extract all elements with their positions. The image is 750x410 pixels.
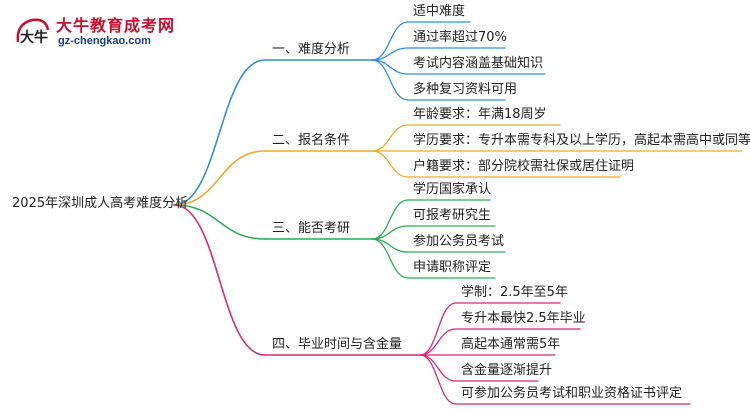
child-label-3-2: 可报考研究生 — [413, 208, 492, 223]
branch-connector-1 — [173, 59, 266, 206]
branch-connector-2 — [173, 150, 266, 206]
child-label-4-2: 专升本最快2.5年毕业 — [461, 311, 586, 326]
child-label-4-3: 高起本通常需5年 — [461, 337, 561, 352]
child-label-3-1: 学历国家承认 — [413, 182, 492, 197]
child-label-1-1: 适中难度 — [413, 4, 466, 19]
branch-label-4: 四、毕业时间与含金量 — [272, 337, 403, 352]
branch-connector-3 — [173, 204, 266, 240]
child-connector-1-4 — [371, 59, 409, 101]
child-label-1-3: 考试内容涵盖基础知识 — [413, 56, 544, 71]
logo-title: 大牛教育成考网 — [56, 16, 176, 35]
child-label-3-4: 申请职称评定 — [413, 260, 492, 275]
child-label-4-4: 含金量逐渐提升 — [461, 363, 553, 378]
child-connector-2-3 — [371, 150, 409, 178]
branch-label-1: 一、难度分析 — [272, 42, 351, 57]
child-connector-4-2 — [419, 328, 457, 356]
logo-url: gz-chengkao.com — [58, 35, 151, 47]
logo-mark-text: 大牛 — [20, 29, 48, 46]
site-logo[interactable]: 大牛 大牛教育成考网 gz-chengkao.com — [12, 10, 212, 56]
branch-label-3: 三、能否考研 — [272, 221, 351, 236]
child-connector-2-1 — [371, 124, 409, 152]
child-label-3-3: 参加公务员考试 — [413, 234, 505, 249]
child-connector-1-1 — [371, 21, 409, 61]
child-connector-3-4 — [371, 238, 409, 279]
child-label-1-4: 多种复习资料可用 — [413, 82, 518, 97]
child-label-4-1: 学制：2.5年至5年 — [461, 285, 568, 300]
child-connector-4-1 — [419, 302, 457, 356]
child-label-2-3: 户籍要求：部分院校需社保或居住证明 — [413, 159, 635, 174]
child-connector-3-1 — [371, 199, 409, 240]
child-label-2-2: 学历要求：专升本需专科及以上学历，高起本需高中或同等学历 — [413, 133, 750, 148]
root-node: 2025年深圳成人高考难度分析 — [12, 196, 189, 211]
child-label-1-2: 通过率超过70% — [413, 30, 507, 45]
child-connector-4-4 — [419, 354, 457, 382]
child-connector-4-5 — [419, 354, 457, 405]
branch-connector-4 — [173, 204, 266, 356]
logo-mark-icon: 大牛 — [16, 18, 50, 46]
branch-label-2: 二、报名条件 — [272, 133, 351, 148]
child-label-2-1: 年龄要求：年满18周岁 — [413, 107, 547, 122]
child-label-4-5: 可参加公务员考试和职业资格证书评定 — [461, 386, 683, 401]
